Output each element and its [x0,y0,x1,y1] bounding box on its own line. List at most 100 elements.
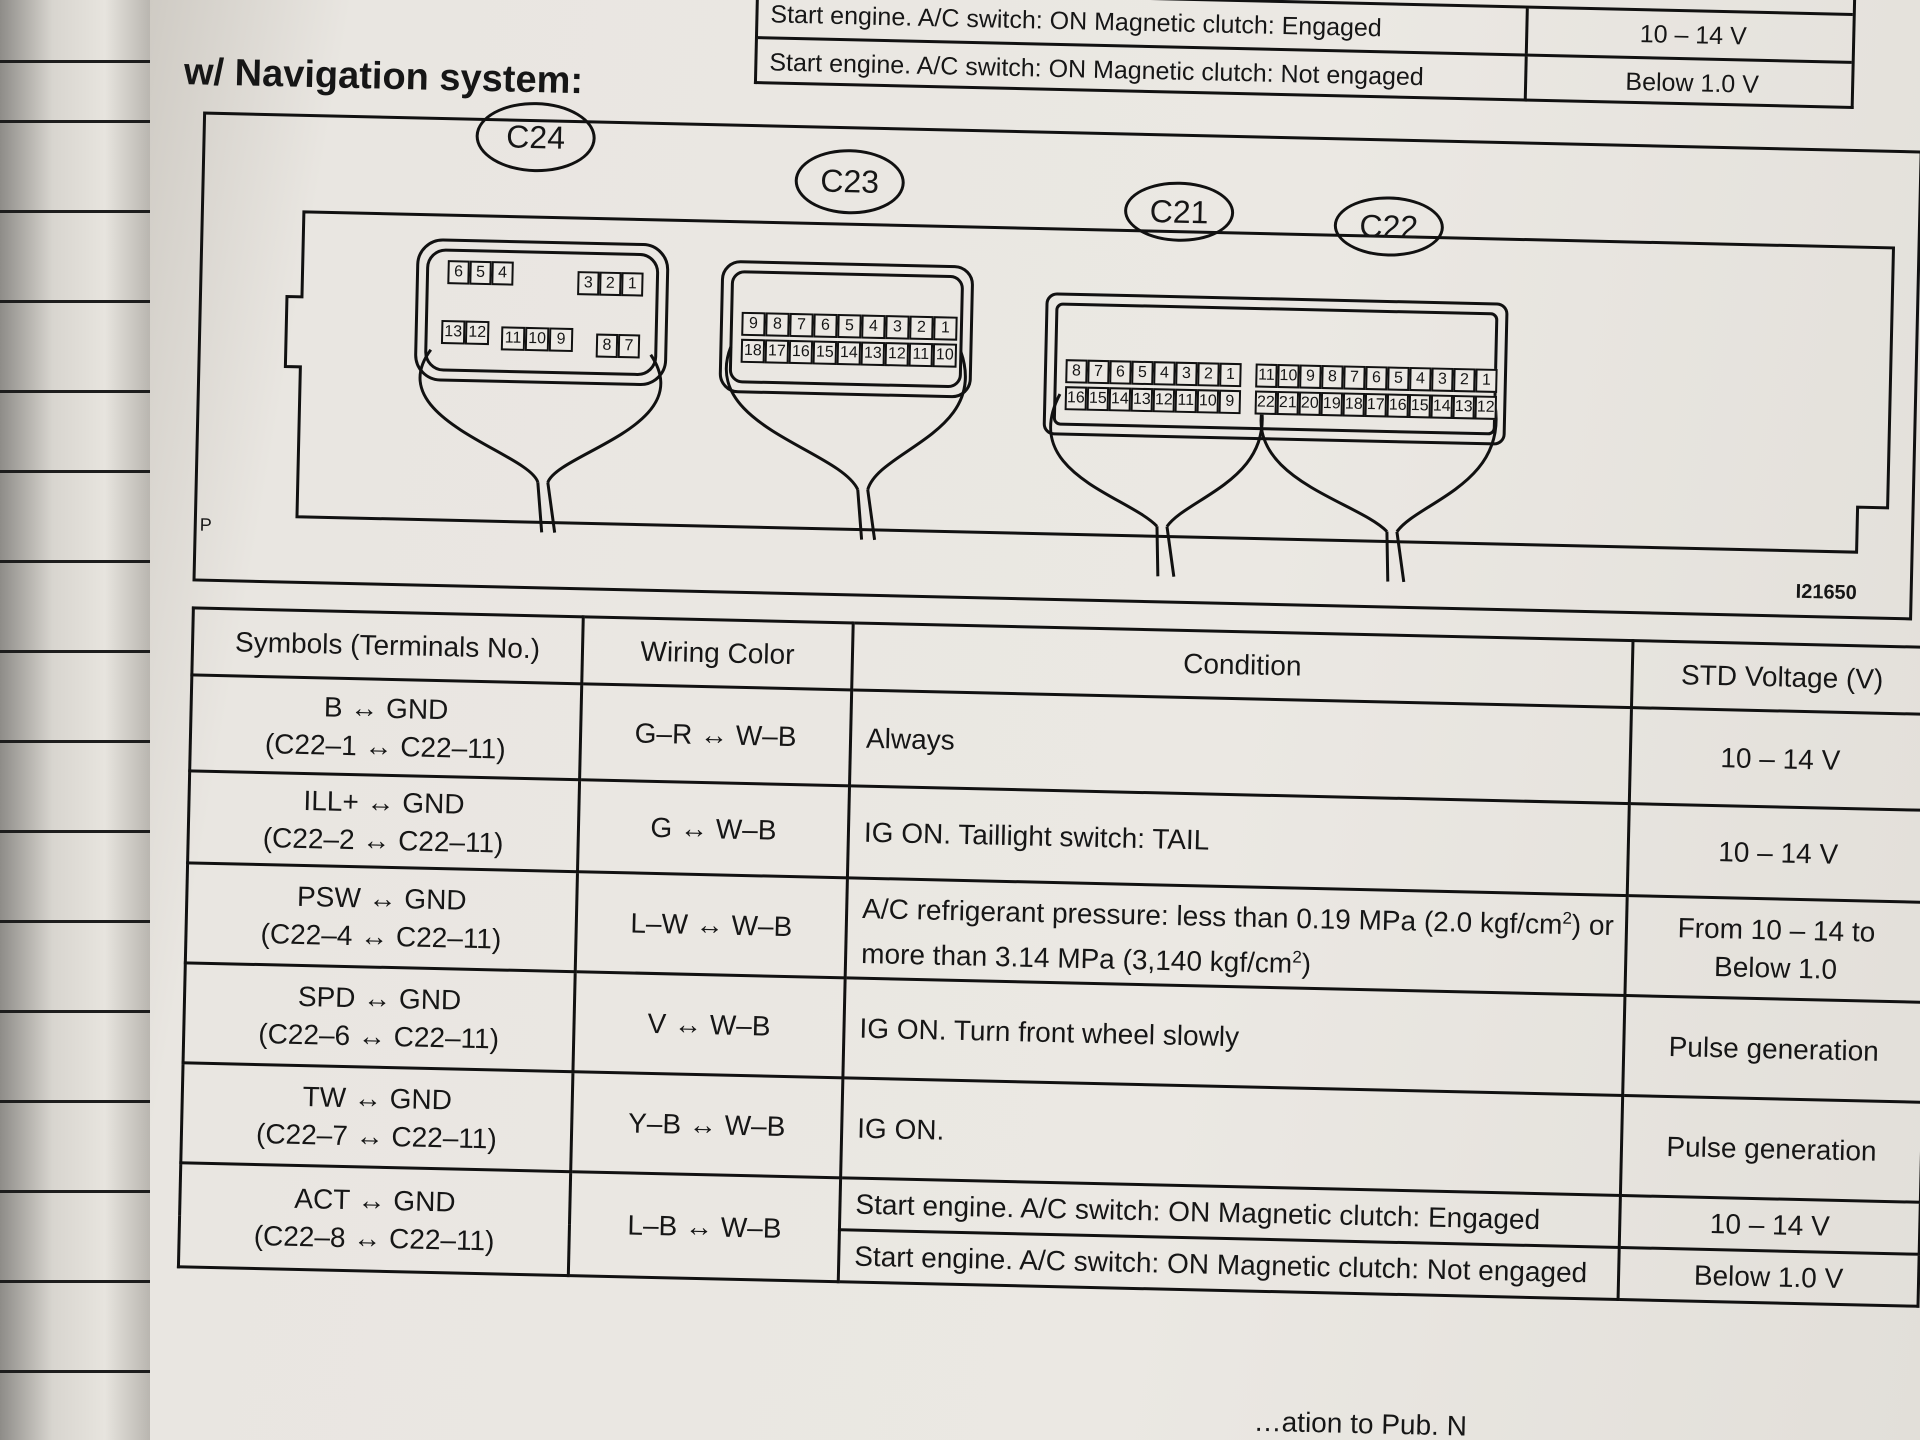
wiring-color: Y–B ↔ W–B [570,1071,843,1178]
c23-pin: 10 [932,343,958,368]
c24-pin: 5 [469,260,492,286]
section-heading: w/ Navigation system: [183,51,584,103]
c23-pin: 16 [788,339,814,365]
c22-pin: 10 [1277,363,1300,389]
previous-table-fragment: Start engine. A/C switch: ON Magnetic cl… [753,0,1857,109]
c23-pin: 5 [837,313,862,339]
terminals: (C22–7 ↔ C22–11) [255,1117,498,1154]
c23-pin: 3 [885,315,910,340]
std-voltage: 10 – 14 V [1619,1195,1920,1255]
c22-pin: 6 [1365,365,1388,391]
std-voltage: Below 1.0 V [1618,1247,1920,1307]
c24-pin: 13 [440,320,466,345]
wiring-color: V ↔ W–B [572,971,846,1078]
c24-pin: 7 [617,334,641,359]
c23-pin: 8 [765,312,790,337]
c22-pin: 8 [1321,364,1344,390]
c23-pin: 11 [908,342,934,368]
terminals: (C22–4 ↔ C22–11) [260,917,502,955]
c21-pin: 6 [1109,360,1132,385]
condition-text: ) or [1571,909,1615,942]
ecu-outline [283,210,1896,583]
c23-pin: 15 [812,340,838,365]
c23-pin: 18 [740,338,766,364]
corner-mark: P [199,514,213,535]
condition: IG ON. [840,1077,1623,1196]
c22-pin: 1 [1475,368,1498,393]
condition: IG ON. Taillight switch: TAIL [847,785,1630,896]
c22-pin: 7 [1343,365,1366,390]
condition: A/C refrigerant pressure: less than 0.19… [845,877,1628,996]
top-voltage-1: 10 – 14 V [1639,20,1748,51]
std-voltage: 10 – 14 V [1629,707,1920,811]
c21-pin: 10 [1196,389,1220,414]
c23-pin: 7 [789,312,814,338]
c24-pin: 1 [621,272,644,297]
header-symbols: Symbols (Terminals No.) [191,607,584,684]
c23-pin: 17 [764,339,790,364]
manual-page: Start engine. A/C switch: ON Magnetic cl… [150,0,1920,1440]
std-voltage: Pulse generation [1622,995,1920,1103]
condition: IG ON. Turn front wheel slowly [842,977,1625,1096]
superscript: 2 [1562,908,1573,928]
c22-pin: 13 [1452,394,1476,420]
c21-pin: 3 [1175,361,1198,387]
c21-pin: 5 [1131,360,1154,386]
wiring-color: L–W ↔ W–B [575,871,848,978]
c21-pin: 2 [1197,362,1220,387]
c21-pin: 15 [1086,386,1110,412]
c21-pin: 12 [1152,388,1176,413]
c23-pin: 9 [741,311,766,337]
c21-pin: 11 [1174,388,1198,414]
c22-pin: 12 [1474,395,1498,420]
terminals: (C22–8 ↔ C22–11) [253,1219,495,1256]
c21-pin: 13 [1130,387,1154,413]
wiring-color: G–R ↔ W–B [579,683,852,786]
condition: Always [849,689,1632,804]
c24-pin: 9 [548,327,574,352]
c21-pin: 14 [1108,387,1132,412]
terminal-table: Symbols (Terminals No.) Wiring Color Con… [177,606,1920,1307]
c23-pin: 2 [909,315,934,341]
c22-pin: 5 [1387,366,1410,391]
terminals: (C22–2 ↔ C22–11) [262,821,504,859]
c21-pin: 4 [1153,361,1176,386]
c22-pin: 21 [1276,390,1300,416]
c22-pin: 15 [1408,393,1432,419]
c22-pin: 22 [1254,390,1278,415]
c24-pin: 10 [524,326,550,352]
c22-pin: 16 [1386,393,1410,418]
c24-pin: 4 [491,261,514,286]
c23-pin: 6 [813,313,838,338]
c24-pin: 8 [595,333,619,359]
left-page-edge [0,0,150,1440]
c22-pin: 2 [1453,367,1476,393]
c24-pin: 12 [464,320,490,346]
footer-fragment: …ation to Pub. N [1253,1405,1468,1440]
wiring-color: G ↔ W–B [577,779,850,878]
c22-pin: 20 [1298,391,1322,416]
c22-pin: 4 [1409,366,1432,392]
voltage-line: From 10 – 14 to [1677,911,1876,948]
c21-pin: 8 [1065,359,1088,384]
c24-pin: 3 [577,271,600,296]
c22-pin: 11 [1255,363,1278,388]
c22-pin: 14 [1430,394,1454,419]
c22-pin: 19 [1320,391,1344,417]
c24-pin: 2 [599,271,622,297]
std-voltage: 10 – 14 V [1627,803,1920,903]
figure-id: I21650 [1795,580,1858,605]
terminals: (C22–1 ↔ C22–11) [264,727,506,765]
header-wiring: Wiring Color [581,616,854,690]
c21-pin: 1 [1219,362,1242,388]
c24-pin: 6 [447,260,470,285]
condition-text: more than 3.14 MPa (3,140 kgf/cm [860,937,1293,979]
condition-text: ) [1301,947,1312,979]
voltage-line: Below 1.0 [1713,950,1838,985]
c22-pin: 3 [1431,367,1454,392]
top-voltage-2: Below 1.0 V [1625,67,1760,99]
terminals: (C22–6 ↔ C22–11) [258,1017,500,1054]
c22-pin: 9 [1299,364,1322,389]
